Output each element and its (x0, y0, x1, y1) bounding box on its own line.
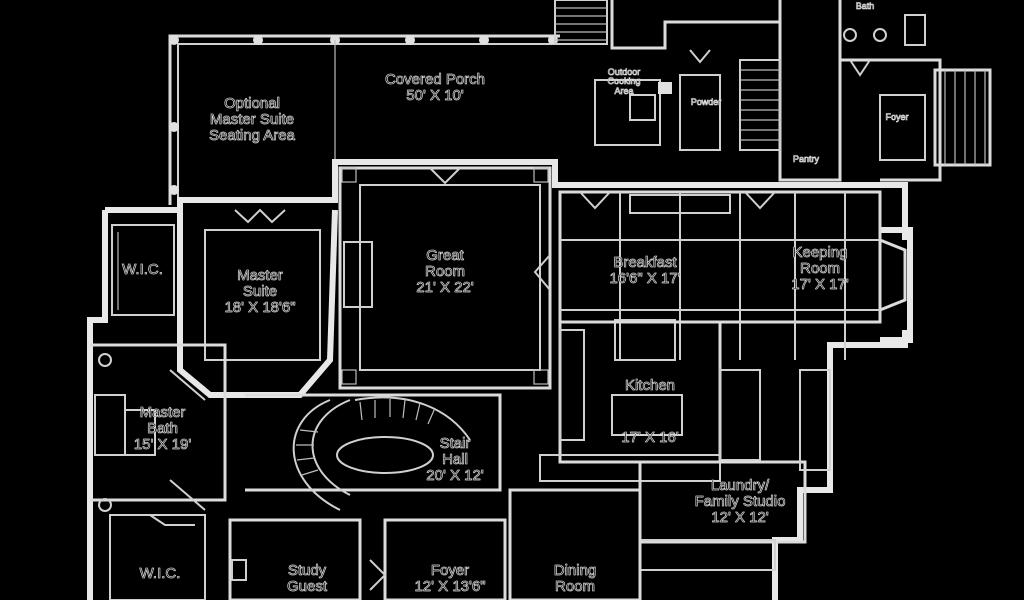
breakfast-keeping-grid (558, 190, 882, 361)
room-label-powder: Powder (690, 97, 722, 108)
stair-hall (245, 393, 502, 511)
lower-rooms (228, 488, 642, 600)
room-label-wic-bottom: W.I.C. (139, 565, 181, 582)
room-label-foyer-small: Foyer (885, 112, 909, 123)
master-bath-walls (90, 343, 227, 512)
upper-right-rooms (594, 14, 926, 161)
great-room-walls (338, 166, 552, 390)
wic-top-walls (111, 224, 175, 316)
room-label-wic-top: W.I.C. (122, 261, 163, 278)
wic-bottom-walls (109, 514, 206, 600)
room-label-pantry: Pantry (792, 154, 820, 165)
room-label-bath: Bath (855, 1, 875, 12)
exterior-stairs-right (933, 68, 992, 167)
exterior-stairs-top (554, 0, 608, 45)
keeping-room-bay (879, 238, 907, 312)
exterior-walls (87, 0, 942, 600)
